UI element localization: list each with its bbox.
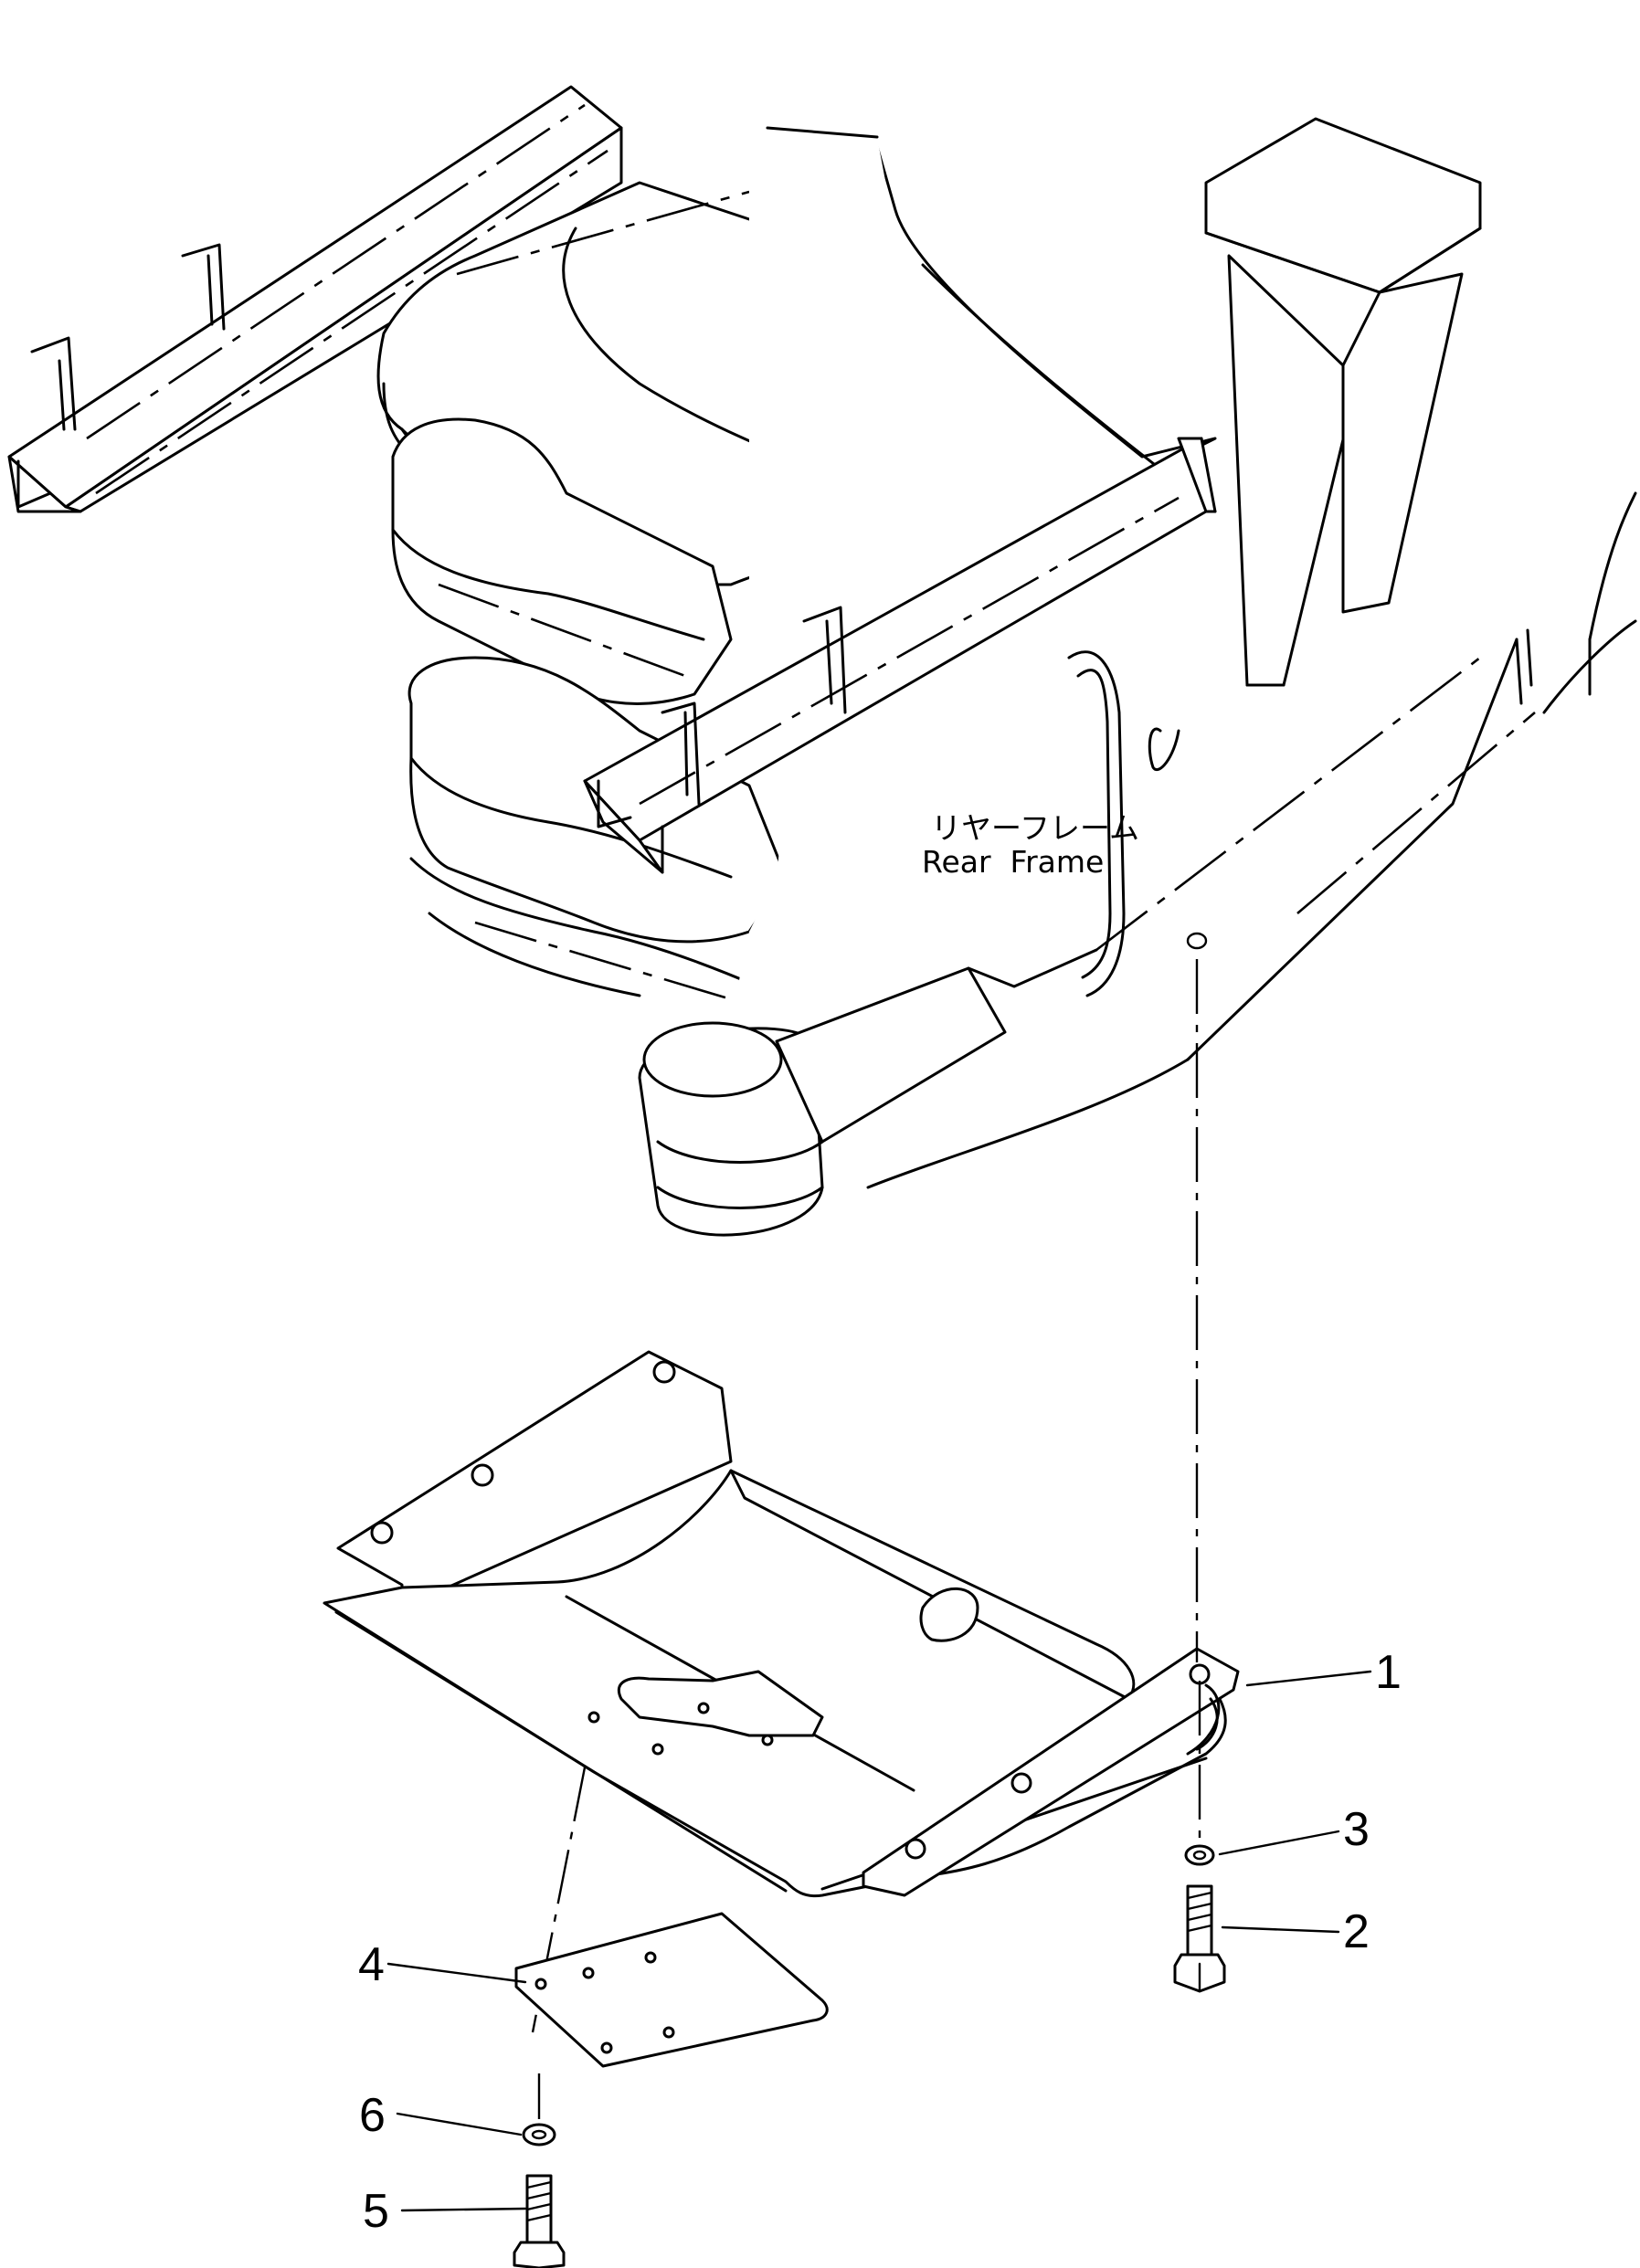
frame-cross-beam: [583, 437, 1217, 874]
frame-hole: [1186, 932, 1208, 950]
undercover-hole: [370, 1521, 394, 1545]
callout-4: 4: [358, 1938, 385, 1991]
callout-1: 1: [1375, 1646, 1402, 1699]
rear-frame-label-english: Rear Frame: [922, 844, 1104, 880]
undercover-hole: [761, 1734, 774, 1746]
rear-frame-label-japanese: リヤーフレーム: [931, 810, 1139, 846]
rear-frame: [7, 85, 1637, 1237]
undercover-hole: [652, 1360, 676, 1384]
washer-6: [522, 2123, 556, 2147]
undercover-dimple: [919, 1587, 979, 1642]
frame-middle-plate: [391, 417, 733, 705]
callout-5: 5: [363, 2185, 389, 2238]
undercover-hole: [651, 1743, 664, 1756]
undercover-slot: [618, 1670, 824, 1737]
frame-main-body: [694, 126, 1637, 1197]
leader-1: [1245, 1670, 1372, 1687]
centerline-plate: [531, 1767, 587, 2033]
leader-6: [396, 2112, 523, 2136]
plate-4: [514, 1912, 829, 2068]
undercover-hole: [1010, 1772, 1032, 1794]
leader-5: [400, 2207, 527, 2212]
rear-frame-label: リヤーフレーム Rear Frame: [922, 810, 1139, 880]
frame-counterweight-block: [1204, 117, 1482, 687]
leader-4: [386, 1962, 527, 1984]
leader-2: [1221, 1925, 1340, 1934]
undercover-hole: [697, 1702, 710, 1714]
bolt-2: [1173, 1884, 1226, 1993]
bolt-5: [513, 2174, 566, 2268]
undercover-hole: [471, 1463, 494, 1487]
frame-pivot: [638, 948, 1098, 1237]
leader-3: [1218, 1830, 1340, 1856]
frame-bracket-hook: [1148, 727, 1180, 771]
frame-beam-left: [7, 85, 623, 513]
callout-3: 3: [1343, 1803, 1370, 1856]
frame-hose: [1067, 650, 1126, 997]
callout-2: 2: [1343, 1905, 1370, 1958]
undercover-hole: [905, 1838, 926, 1860]
undercover-hole: [587, 1711, 600, 1724]
undercover-assembly: [323, 1350, 1240, 1898]
callout-6: 6: [359, 2089, 386, 2142]
undercover-flange-left: [336, 1350, 733, 1609]
washer-3: [1184, 1844, 1215, 1866]
